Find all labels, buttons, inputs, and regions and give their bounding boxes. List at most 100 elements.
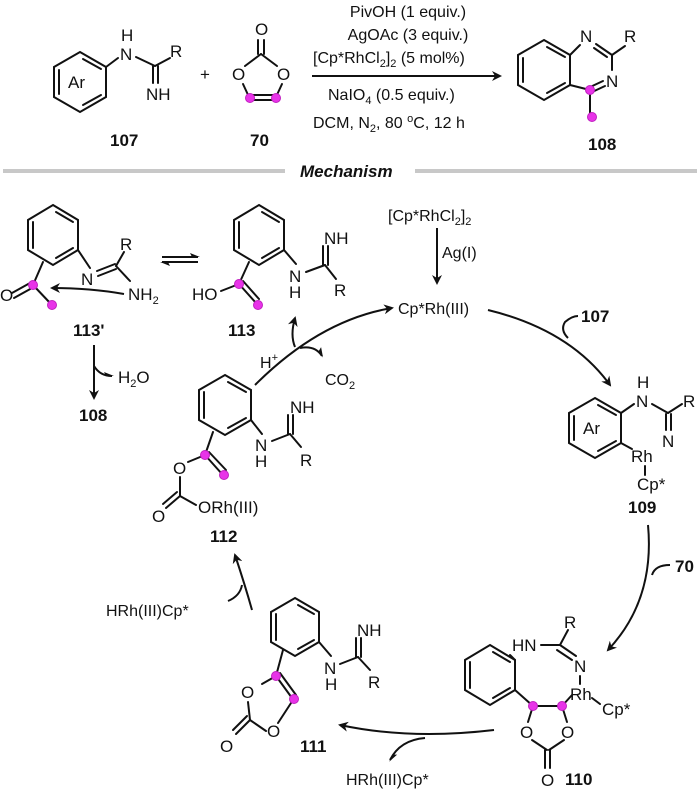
atom-n3: N <box>606 72 618 91</box>
compound-70: O O O <box>232 20 290 103</box>
co2-label: CO2 <box>325 372 355 392</box>
condition-agoac: AgOAc (3 equiv.) <box>348 27 469 44</box>
atom-o1: O <box>241 683 254 702</box>
highlight-dot <box>289 694 299 704</box>
hydride-label-left: HRh(III)Cp* <box>106 603 189 620</box>
atom-cp: Cp* <box>637 475 666 494</box>
atom-o3: O <box>541 771 554 790</box>
atom-h: H <box>637 373 649 392</box>
atom-o2: O <box>561 723 574 742</box>
compound-label-108-mech: 108 <box>79 406 107 425</box>
atom-h: H <box>289 283 301 302</box>
ring-label: Ar <box>68 73 85 92</box>
condition-catalyst: [Cp*RhCl2]2 (5 mol%) <box>313 50 465 70</box>
compound-110: HN R N Rh Cp* O O O <box>464 613 631 790</box>
compound-label-112: 112 <box>210 527 237 546</box>
compound-label-111: 111 <box>300 737 327 756</box>
reagent-70-label: 70 <box>675 557 694 576</box>
compound-label-107: 107 <box>110 131 138 150</box>
highlight-dot <box>47 300 57 310</box>
atom-o1: O <box>173 459 186 478</box>
compound-label-70: 70 <box>250 131 269 150</box>
cyclization-arrow <box>50 283 125 295</box>
proton-label: H+ <box>260 352 278 372</box>
atom-n: N <box>120 45 132 64</box>
compound-113: N H NH R HO <box>192 203 349 310</box>
section-title: Mechanism <box>300 162 393 181</box>
highlight-dot <box>234 279 244 289</box>
highlight-dot <box>253 300 263 310</box>
highlight-dot <box>528 701 538 711</box>
compound-111: N H NH R O O O <box>220 596 382 756</box>
plus-sign: + <box>200 65 210 84</box>
atom-o2: O <box>152 507 165 526</box>
atom-cp: Cp* <box>602 700 631 719</box>
atom-r: R <box>624 27 636 46</box>
atom-o2: O <box>267 722 280 741</box>
water-label: H2O <box>118 368 150 390</box>
co2-release-arrow <box>299 346 324 358</box>
cycle-arrow-to-110 <box>606 524 650 652</box>
atom-o3: O <box>220 737 233 756</box>
hydride-release-arrow <box>389 737 426 762</box>
catalyst-precursor: [Cp*RhCl2]2 <box>388 208 471 228</box>
protonation-arrow <box>287 316 298 348</box>
highlight-dot <box>587 112 597 122</box>
highlight-dot <box>557 701 567 711</box>
compound-label-113-prime: 113' <box>73 321 104 340</box>
atom-n: N <box>81 270 93 289</box>
ring-label: Ar <box>583 419 600 438</box>
atom-o-left: O <box>232 65 245 84</box>
atom-o-carbonyl: O <box>255 20 268 39</box>
compound-109: Ar N H R N Rh Cp* <box>568 373 695 494</box>
hydride-label-bottom: HRh(III)Cp* <box>346 772 429 789</box>
atom-r: R <box>368 673 380 692</box>
cycle-arrow-to-111 <box>338 721 495 735</box>
highlight-dot <box>245 93 255 103</box>
compound-112: N H NH R O ORh(III) O <box>152 373 315 526</box>
atom-n: N <box>255 436 267 455</box>
compound-108: N R N <box>517 27 636 122</box>
atom-r: R <box>334 281 346 300</box>
condition-pivoh: PivOH (1 equiv.) <box>350 4 466 21</box>
atom-nh: NH <box>146 85 171 104</box>
cycle-arrow-to-109 <box>487 309 612 387</box>
reagent-107-label: 107 <box>581 307 609 326</box>
activator-label: Ag(I) <box>442 245 477 262</box>
atom-o: O <box>0 286 13 305</box>
highlight-dot <box>28 280 38 290</box>
atom-hn: HN <box>512 636 537 655</box>
atom-r: R <box>683 392 695 411</box>
atom-n: N <box>324 659 336 678</box>
atom-h: H <box>121 26 133 45</box>
atom-r: R <box>300 451 312 470</box>
reagent-107-entry <box>562 315 579 339</box>
cycle-arrow-to-catalyst <box>254 304 394 386</box>
atom-o-right: O <box>277 65 290 84</box>
highlight-dot <box>271 93 281 103</box>
atom-n1: N <box>636 392 648 411</box>
atom-r: R <box>564 613 576 632</box>
highlight-dot <box>219 470 229 480</box>
atom-h: H <box>255 452 267 471</box>
atom-n: N <box>289 267 301 286</box>
atom-ho: HO <box>192 285 218 304</box>
atom-nh: NH <box>324 229 349 248</box>
atom-n2: N <box>662 432 674 451</box>
atom-nh: NH <box>357 621 382 640</box>
compound-label-109: 109 <box>628 498 656 517</box>
cycle-arrow-to-112 <box>232 553 253 611</box>
highlight-dot <box>585 85 595 95</box>
reagent-70-entry <box>651 564 671 576</box>
atom-r: R <box>170 42 182 61</box>
atom-nh: NH <box>290 398 315 417</box>
condition-naio4: NaIO4 (0.5 equiv.) <box>328 87 455 107</box>
atom-r: R <box>120 235 132 254</box>
compound-107: Ar N H R NH <box>53 26 182 114</box>
compound-label-110: 110 <box>565 770 592 789</box>
water-release-arrow <box>93 365 114 377</box>
compound-113-prime: N R NH2 O <box>0 203 159 310</box>
atom-nh2: NH2 <box>128 285 159 307</box>
atom-rh: Rh <box>570 685 592 704</box>
